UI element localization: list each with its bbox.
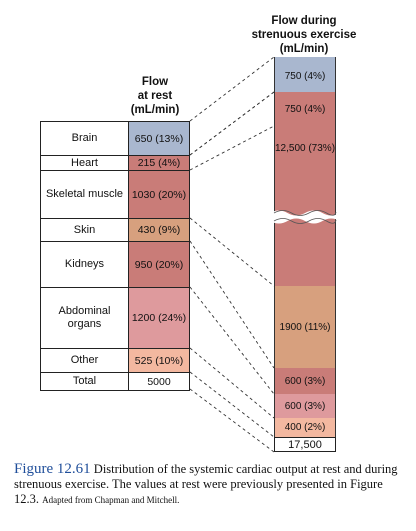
organ-label: Heart bbox=[41, 156, 129, 170]
caption-text: Distribution of the systemic cardiac out… bbox=[14, 462, 398, 506]
rest-row-skin: Skin 430 (9%) bbox=[41, 219, 189, 242]
exercise-total: 17,500 bbox=[274, 437, 336, 452]
organ-label: Skin bbox=[41, 219, 129, 241]
rest-row-brain: Brain 650 (13%) bbox=[41, 122, 189, 156]
connector-other-bottom bbox=[189, 371, 275, 438]
rest-row-total: Total 5000 bbox=[41, 373, 189, 390]
exercise-segment-heart: 750 (4%) bbox=[275, 92, 335, 126]
rest-row-skeletal-muscle: Skeletal muscle 1030 (20%) bbox=[41, 171, 189, 219]
exercise-flow-column: 750 (4%) 750 (4%) 12,500 (73%) 1900 (11%… bbox=[274, 57, 336, 437]
organ-label: Total bbox=[41, 373, 129, 390]
rest-value: 1030 (20%) bbox=[129, 171, 189, 218]
connector-brain-top bbox=[189, 56, 275, 122]
exercise-segment-brain: 750 (4%) bbox=[275, 57, 335, 92]
rest-header-line-3: (mL/min) bbox=[130, 104, 180, 116]
rest-header-line-1: Flow bbox=[141, 76, 169, 88]
figure-caption: Figure 12.61 Distribution of the systemi… bbox=[14, 462, 406, 508]
rest-value: 650 (13%) bbox=[129, 122, 189, 155]
connector-heart-top bbox=[189, 91, 275, 156]
caption-credit: Adapted from Chapman and Mitchell. bbox=[42, 495, 180, 505]
rest-header-line-2: at rest bbox=[137, 90, 173, 102]
organ-label: Abdominal organs bbox=[41, 288, 129, 348]
rest-value: 950 (20%) bbox=[129, 242, 189, 287]
connector-brain-bottom bbox=[189, 91, 275, 156]
axis-break bbox=[270, 210, 340, 224]
rest-row-kidneys: Kidneys 950 (20%) bbox=[41, 242, 189, 288]
exercise-header: Flow during strenuous exercise (mL/min) bbox=[244, 14, 364, 56]
rest-header: Flow at rest (mL/min) bbox=[110, 75, 200, 117]
connector-skin-top bbox=[189, 217, 275, 287]
organ-label: Kidneys bbox=[41, 242, 129, 287]
connector-abdominal-bottom bbox=[189, 347, 275, 419]
rest-value: 430 (9%) bbox=[129, 219, 189, 241]
exercise-segment-skeletal-muscle: 12,500 (73%) bbox=[275, 126, 335, 286]
rest-value: 215 (4%) bbox=[129, 156, 189, 170]
connector-heart-bottom bbox=[189, 125, 275, 171]
exercise-header-line-3: (mL/min) bbox=[279, 43, 329, 55]
organ-label: Other bbox=[41, 349, 129, 372]
exercise-segment-skin: 1900 (11%) bbox=[275, 286, 335, 368]
exercise-segment-other: 400 (2%) bbox=[275, 418, 335, 437]
rest-value: 1200 (24%) bbox=[129, 288, 189, 348]
rest-value: 5000 bbox=[129, 373, 189, 390]
rest-row-abdominal-organs: Abdominal organs 1200 (24%) bbox=[41, 288, 189, 349]
exercise-header-line-2: strenuous exercise bbox=[251, 29, 357, 41]
exercise-segment-abdominal-organs: 600 (3%) bbox=[275, 394, 335, 418]
connector-total-bottom bbox=[189, 388, 275, 453]
exercise-header-line-1: Flow during bbox=[271, 15, 337, 27]
connector-skin-bottom bbox=[189, 240, 275, 369]
rest-value: 525 (10%) bbox=[129, 349, 189, 372]
rest-row-other: Other 525 (10%) bbox=[41, 349, 189, 373]
exercise-segment-kidneys: 600 (3%) bbox=[275, 368, 335, 394]
organ-label: Skeletal muscle bbox=[41, 171, 129, 218]
organ-label: Brain bbox=[41, 122, 129, 155]
figure-label: Figure 12.61 bbox=[14, 461, 91, 477]
rest-flow-table: Brain 650 (13%) Heart 215 (4%) Skeletal … bbox=[40, 121, 190, 391]
rest-row-heart: Heart 215 (4%) bbox=[41, 156, 189, 171]
connector-kidneys-bottom bbox=[189, 286, 275, 395]
